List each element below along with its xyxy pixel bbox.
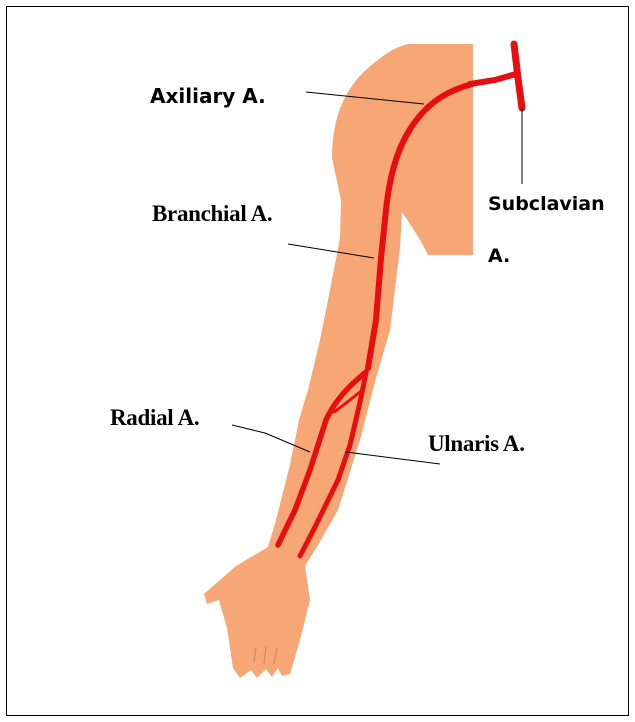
label-radial-artery: Radial A. <box>110 406 199 429</box>
label-axillary-artery: Axiliary A. <box>150 86 266 106</box>
label-brachial-artery: Branchial A. <box>152 202 272 225</box>
label-subclavian-artery: Subclavian <box>488 195 605 214</box>
label-ulnar-artery: Ulnaris A. <box>428 432 525 455</box>
leader-line-ulnar <box>346 452 440 464</box>
arm-silhouette <box>204 44 473 678</box>
subclavian-branch <box>470 74 516 84</box>
label-subclavian-artery-suffix: A. <box>488 247 510 266</box>
